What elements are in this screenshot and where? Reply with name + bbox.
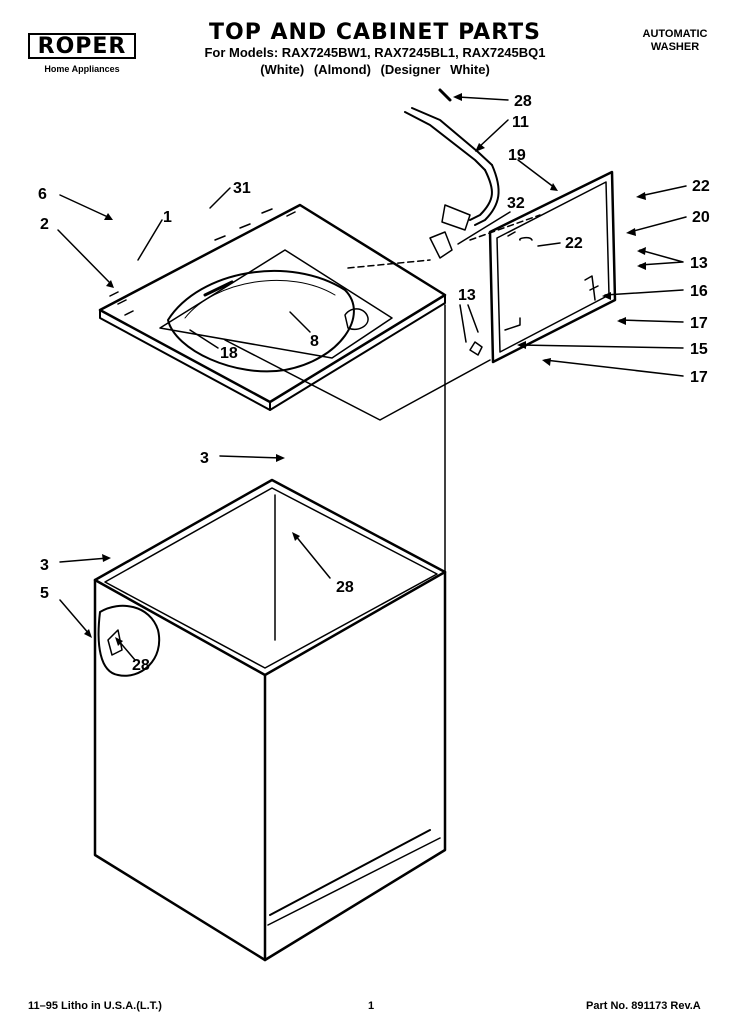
variants-line: (White) (Almond) (Designer White) [260,62,490,77]
callout-8: 8 [310,333,319,350]
callout-13-right: 13 [690,255,708,272]
callout-15: 15 [690,341,708,358]
footer-part-number: Part No. 891173 Rev.A [586,1000,701,1012]
callout-1: 1 [163,209,172,226]
washer-lid [469,170,617,364]
callout-11-switch: 11 [512,114,529,131]
callout-31: 31 [233,180,251,197]
callout-2: 2 [40,216,49,233]
brand-name: ROPER [37,33,127,59]
callout-28-cutaway: 28 [132,657,150,674]
footer-page-number: 1 [368,1000,375,1012]
callout-20-hinge: 20 [692,209,710,226]
callout-28-cabinet: 28 [336,579,354,596]
callout-6: 6 [38,186,47,203]
arrowheads [84,93,646,646]
models-line: For Models: RAX7245BW1, RAX7245BL1, RAX7… [204,45,546,60]
roper-logo: ROPER [28,33,136,59]
leader-lines [57,96,687,661]
callout-32: 32 [507,195,525,212]
page-title: TOP AND CABINET PARTS [208,20,542,45]
callout-17-lower: 17 [690,369,708,386]
callout-5: 5 [40,585,49,602]
callout-13-left: 13 [458,287,476,304]
callout-18: 18 [220,345,238,362]
callout-3-left: 3 [40,557,49,574]
washer-cabinet [93,478,447,962]
footer-litho: 11–95 Litho in U.S.A.(L.T.) [28,1000,162,1012]
callout-16: 16 [690,283,708,300]
callout-17-upper: 17 [690,315,708,332]
callout-22-inner: 22 [565,235,583,252]
brand-subtitle: Home Appliances [44,64,120,74]
product-type-line-1: AUTOMATIC [642,28,708,40]
product-type-line-2: WASHER [650,41,700,53]
callout-28-screw: 28 [514,93,532,110]
lid-switch-assembly [404,88,500,259]
callout-3-top: 3 [200,450,209,467]
callout-22-bumper: 22 [692,178,710,195]
callout-19-lid: 19 [508,147,526,164]
washer-top-panel [98,203,447,411]
